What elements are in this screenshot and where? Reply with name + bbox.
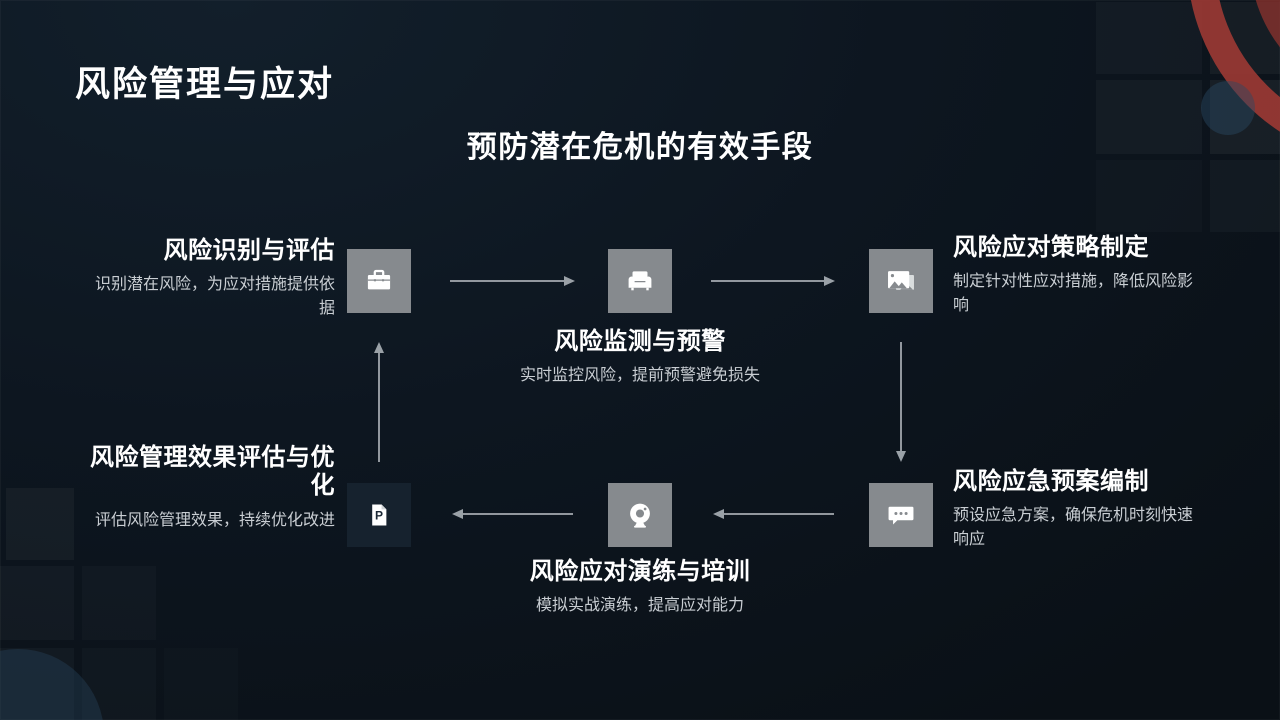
mosaic-square — [1096, 160, 1202, 232]
arrow-monitor-to-strategy — [711, 274, 835, 288]
node-title: 风险管理效果评估与优化 — [90, 444, 335, 500]
document-p-icon: P — [372, 504, 387, 526]
node-emergency-plan: 风险应急预案编制 预设应急方案，确保危机时刻快速响应 — [953, 468, 1205, 551]
node-title: 风险应急预案编制 — [953, 468, 1149, 495]
node-response-strategy: 风险应对策略制定 制定针对性应对措施，降低风险影响 — [953, 234, 1205, 317]
arrow-shaft — [900, 342, 902, 453]
arrow-head — [564, 275, 575, 286]
arrow-plan-to-drill — [713, 507, 834, 521]
icon-box — [608, 483, 672, 547]
icon-box: P — [347, 483, 411, 547]
arrow-shaft — [461, 513, 573, 515]
arrow-evaluate-to-identify — [372, 342, 386, 462]
node-description: 制定针对性应对措施，降低风险影响 — [953, 273, 1194, 314]
photos-icon — [888, 271, 914, 290]
arrow-head — [895, 451, 906, 462]
node-effect-evaluation: 风险管理效果评估与优化 评估风险管理效果，持续优化改进 — [83, 444, 335, 532]
arrow-shaft — [722, 513, 834, 515]
chat-bubble-icon — [888, 506, 914, 525]
arrow-head — [373, 342, 384, 353]
arrow-identify-to-monitor — [450, 274, 575, 288]
arrow-shaft — [450, 280, 566, 282]
mosaic-square — [0, 566, 74, 640]
armchair-icon — [628, 271, 652, 291]
mosaic-square — [1210, 2, 1280, 74]
icon-box — [869, 249, 933, 313]
node-title: 风险应对演练与培训 — [529, 558, 751, 585]
briefcase-icon — [367, 269, 391, 290]
page-title: 风险管理与应对 — [75, 65, 335, 104]
arrow-strategy-to-plan — [894, 342, 908, 462]
mosaic-square — [1210, 160, 1280, 232]
page-subtitle: 预防潜在危机的有效手段 — [466, 131, 814, 164]
icon-box — [347, 249, 411, 313]
mosaic-square — [82, 566, 156, 640]
arrow-head — [452, 508, 463, 519]
node-risk-monitoring: 风险监测与预警 实时监控风险，提前预警避免损失 — [475, 328, 805, 388]
mosaic-square — [164, 648, 238, 720]
node-drill-training: 风险应对演练与培训 模拟实战演练，提高应对能力 — [475, 558, 805, 618]
node-title: 风险监测与预警 — [554, 328, 726, 355]
mosaic-square — [82, 648, 156, 720]
mosaic-square — [6, 488, 74, 560]
node-risk-identification: 风险识别与评估 识别潜在风险，为应对措施提供依据 — [83, 237, 335, 320]
node-description: 预设应急方案，确保危机时刻快速响应 — [953, 507, 1194, 548]
node-description: 识别潜在风险，为应对措施提供依据 — [94, 276, 335, 317]
webcam-icon — [630, 503, 650, 528]
icon-box — [869, 483, 933, 547]
arrow-head — [713, 508, 724, 519]
mosaic-square — [0, 648, 74, 720]
svg-text:P: P — [375, 508, 383, 522]
node-description: 实时监控风险，提前预警避免损失 — [519, 367, 760, 385]
icon-box — [608, 249, 672, 313]
node-description: 评估风险管理效果，持续优化改进 — [94, 511, 335, 529]
node-title: 风险识别与评估 — [163, 237, 335, 264]
arrow-shaft — [711, 280, 826, 282]
node-description: 模拟实战演练，提高应对能力 — [535, 597, 744, 615]
node-title: 风险应对策略制定 — [953, 234, 1149, 261]
arrow-shaft — [378, 351, 380, 462]
mosaic-square — [1096, 2, 1202, 74]
arrow-drill-to-evaluate — [452, 507, 573, 521]
arrow-head — [824, 275, 835, 286]
